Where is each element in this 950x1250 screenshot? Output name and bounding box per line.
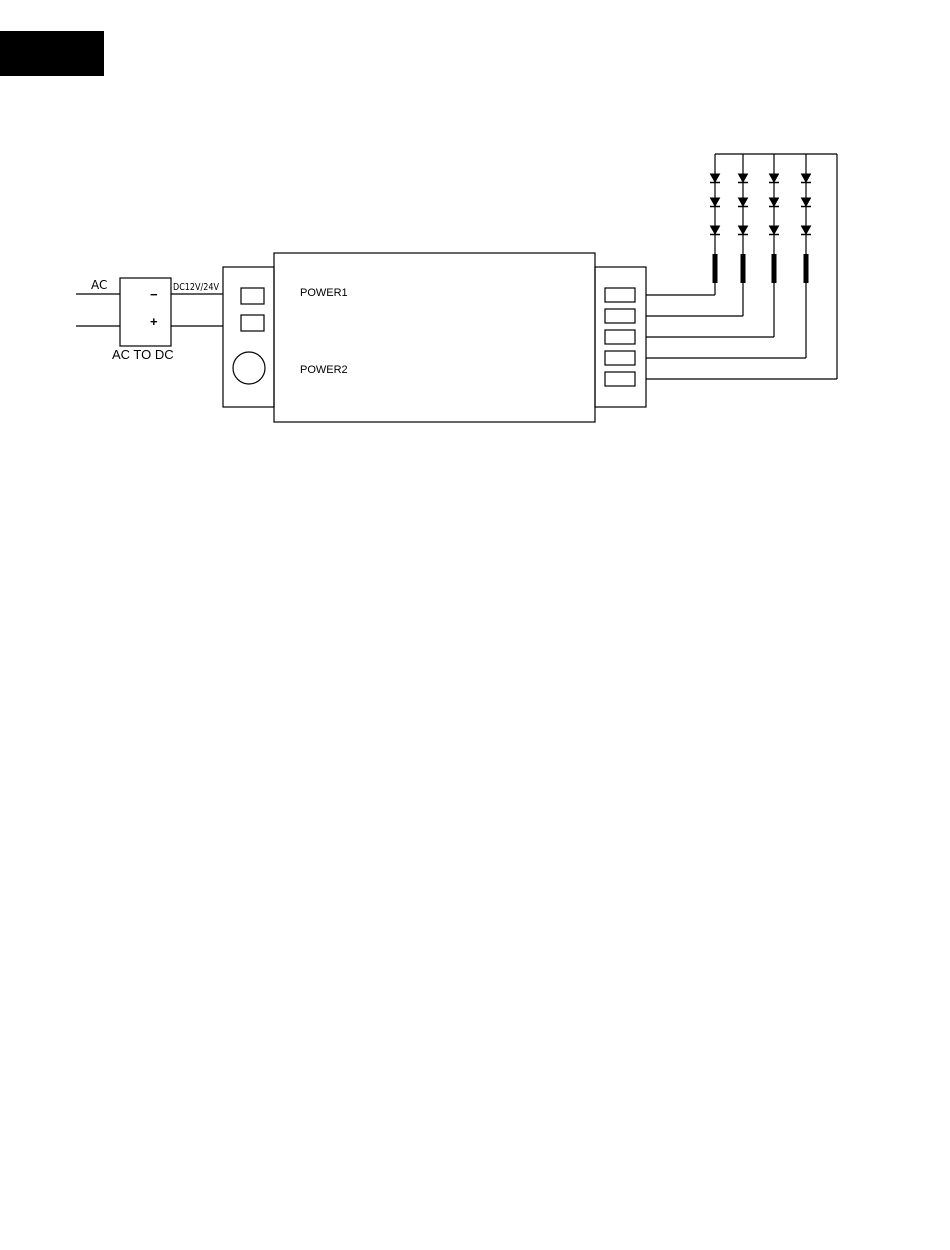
led-strips bbox=[710, 154, 811, 358]
power1-label: POWER1 bbox=[300, 287, 348, 299]
resistor-icon bbox=[741, 254, 746, 283]
led-strip-2 bbox=[738, 154, 748, 316]
dc-voltage-label: DC12V/24V bbox=[173, 282, 219, 293]
controller-box bbox=[274, 253, 595, 422]
input-terminal-2 bbox=[241, 315, 264, 331]
led-diode-icon bbox=[711, 174, 720, 182]
output-terminal-4 bbox=[605, 351, 635, 365]
ac-input-wires bbox=[76, 294, 120, 326]
converter-plus-label: + bbox=[150, 314, 158, 329]
led-strip-4 bbox=[801, 154, 811, 358]
led-diode-icon bbox=[770, 226, 779, 234]
ac-to-dc-converter bbox=[120, 278, 171, 346]
output-terminals bbox=[605, 288, 635, 386]
led-diode-icon bbox=[770, 198, 779, 206]
output-terminal-2 bbox=[605, 309, 635, 323]
resistor-icon bbox=[804, 254, 809, 283]
led-diode-icon bbox=[739, 226, 748, 234]
converter-minus-label: − bbox=[150, 287, 158, 302]
input-terminal-1 bbox=[241, 288, 264, 304]
led-diode-icon bbox=[802, 174, 811, 182]
converter-caption: AC TO DC bbox=[112, 347, 174, 362]
power2-label: POWER2 bbox=[300, 364, 348, 376]
led-diode-icon bbox=[711, 198, 720, 206]
led-diode-icon bbox=[739, 174, 748, 182]
led-diode-icon bbox=[711, 226, 720, 234]
led-diode-icon bbox=[770, 174, 779, 182]
resistor-icon bbox=[713, 254, 718, 283]
ac-label: AC bbox=[91, 278, 107, 292]
output-terminal-5 bbox=[605, 372, 635, 386]
led-strip-1 bbox=[710, 154, 720, 295]
led-diode-icon bbox=[802, 226, 811, 234]
led-diode-icon bbox=[739, 198, 748, 206]
output-terminal-1 bbox=[605, 288, 635, 302]
output-terminal-3 bbox=[605, 330, 635, 344]
power-jack bbox=[233, 352, 265, 384]
dc-output-wires bbox=[171, 294, 223, 326]
led-strip-3 bbox=[769, 154, 779, 337]
header-block bbox=[0, 31, 104, 76]
led-diode-icon bbox=[802, 198, 811, 206]
resistor-icon bbox=[772, 254, 777, 283]
